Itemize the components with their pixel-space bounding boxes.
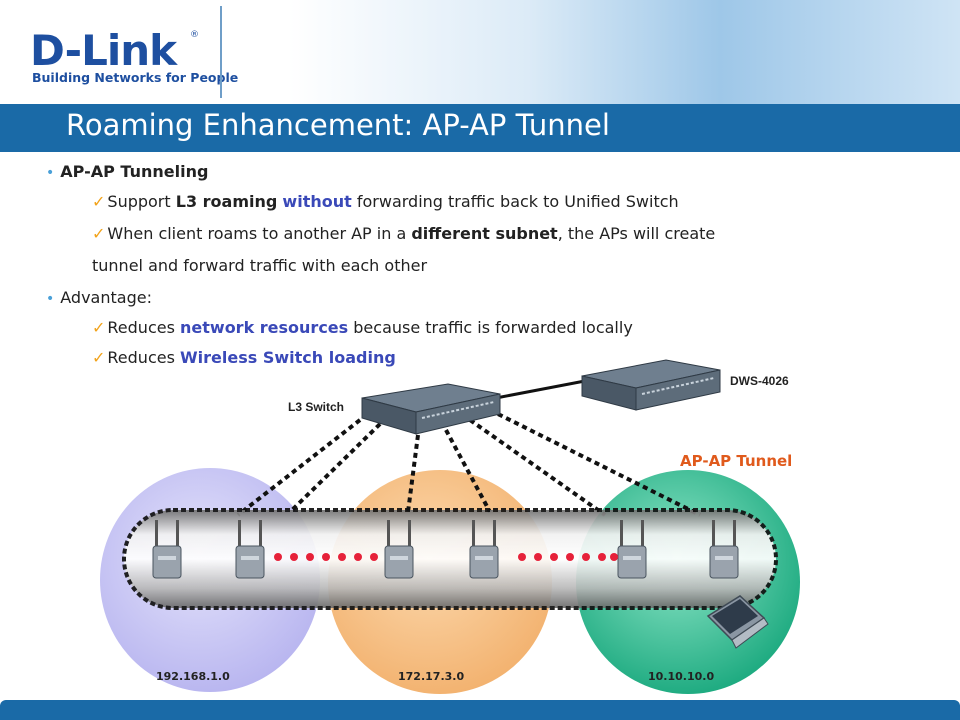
dws-4026-label: DWS-4026 (730, 374, 789, 388)
subnet-label-2: 172.17.3.0 (398, 670, 464, 683)
roaming-dot (550, 553, 558, 561)
link-line (444, 429, 492, 513)
uplink-line (495, 378, 591, 400)
link-line (489, 408, 701, 517)
sub-bullet-l3-roaming: ✓Support L3 roaming without forwarding t… (92, 192, 679, 211)
roaming-dot (354, 553, 362, 561)
text: Support (107, 192, 176, 211)
access-point-icon (152, 520, 182, 579)
ap-ap-tunnel-tube (122, 508, 778, 610)
roaming-dot (338, 553, 346, 561)
laptop-icon (706, 595, 769, 649)
text-highlight: Wireless Switch loading (180, 348, 396, 367)
access-point-icon (235, 520, 265, 579)
text: When client roams to another AP in a (107, 224, 412, 243)
bullet-advantage: • Advantage: (46, 288, 152, 307)
text-highlight: without (282, 192, 352, 211)
subnet-label-3: 10.10.10.0 (648, 670, 714, 683)
text: , the APs will create (557, 224, 716, 243)
header-banner (0, 0, 960, 104)
sub-bullet-switch-loading: ✓Reduces Wireless Switch loading (92, 348, 396, 367)
link-line (468, 418, 607, 517)
text-bold: L3 roaming (175, 192, 278, 211)
title-bar (0, 104, 960, 152)
dws-4026-switch-icon (581, 359, 721, 411)
bullet-heading: Advantage: (60, 288, 152, 307)
roaming-dot (598, 553, 606, 561)
roaming-dot (290, 553, 298, 561)
roaming-dot (534, 553, 542, 561)
roaming-dots (274, 553, 618, 561)
roaming-dot (274, 553, 282, 561)
check-icon: ✓ (92, 192, 106, 211)
logo-divider (220, 6, 222, 98)
roaming-dot (582, 553, 590, 561)
sub-bullet-different-subnet: ✓When client roams to another AP in a di… (92, 224, 715, 243)
page-title: Roaming Enhancement: AP-AP Tunnel (66, 108, 610, 142)
text-highlight: network resources (180, 318, 349, 337)
bullet-dot: • (46, 165, 55, 181)
roaming-dot (306, 553, 314, 561)
roaming-dot (322, 553, 330, 561)
bullet-dot: • (46, 291, 55, 307)
dlink-logo: D-Link (30, 26, 177, 75)
text: forwarding traffic back to Unified Switc… (351, 192, 679, 211)
subnet-label-1: 192.168.1.0 (156, 670, 230, 683)
access-point-icon (709, 520, 739, 579)
l3-switch-label: L3 Switch (288, 400, 344, 414)
access-point-icon (617, 520, 647, 579)
check-icon: ✓ (92, 224, 106, 243)
link-line (288, 422, 382, 514)
switch-links (236, 408, 701, 517)
roaming-dot (370, 553, 378, 561)
roaming-dot (610, 553, 618, 561)
link-line (236, 418, 362, 517)
roaming-dot (566, 553, 574, 561)
text: Reduces (107, 318, 181, 337)
bullet-heading: AP-AP Tunneling (60, 162, 209, 181)
ap-ap-tunnel-label: AP-AP Tunnel (680, 452, 792, 470)
l3-switch-icon (361, 383, 501, 435)
check-icon: ✓ (92, 318, 106, 337)
roaming-dot (518, 553, 526, 561)
link-line (406, 434, 420, 513)
check-icon: ✓ (92, 348, 106, 367)
text: Reduces (107, 348, 181, 367)
text: because traffic is forwarded locally (348, 318, 633, 337)
access-point-icon (384, 520, 414, 579)
logo-registered-mark: ® (190, 30, 199, 40)
sub-bullet-continuation: tunnel and forward traffic with each oth… (92, 256, 428, 275)
bullet-ap-ap-tunneling: • AP-AP Tunneling (46, 162, 208, 181)
access-point-icon (469, 520, 499, 579)
sub-bullet-network-resources: ✓Reduces network resources because traff… (92, 318, 633, 337)
logo-tagline: Building Networks for People (32, 70, 239, 85)
text-bold: different subnet (411, 224, 558, 243)
footer-bar (0, 700, 960, 720)
